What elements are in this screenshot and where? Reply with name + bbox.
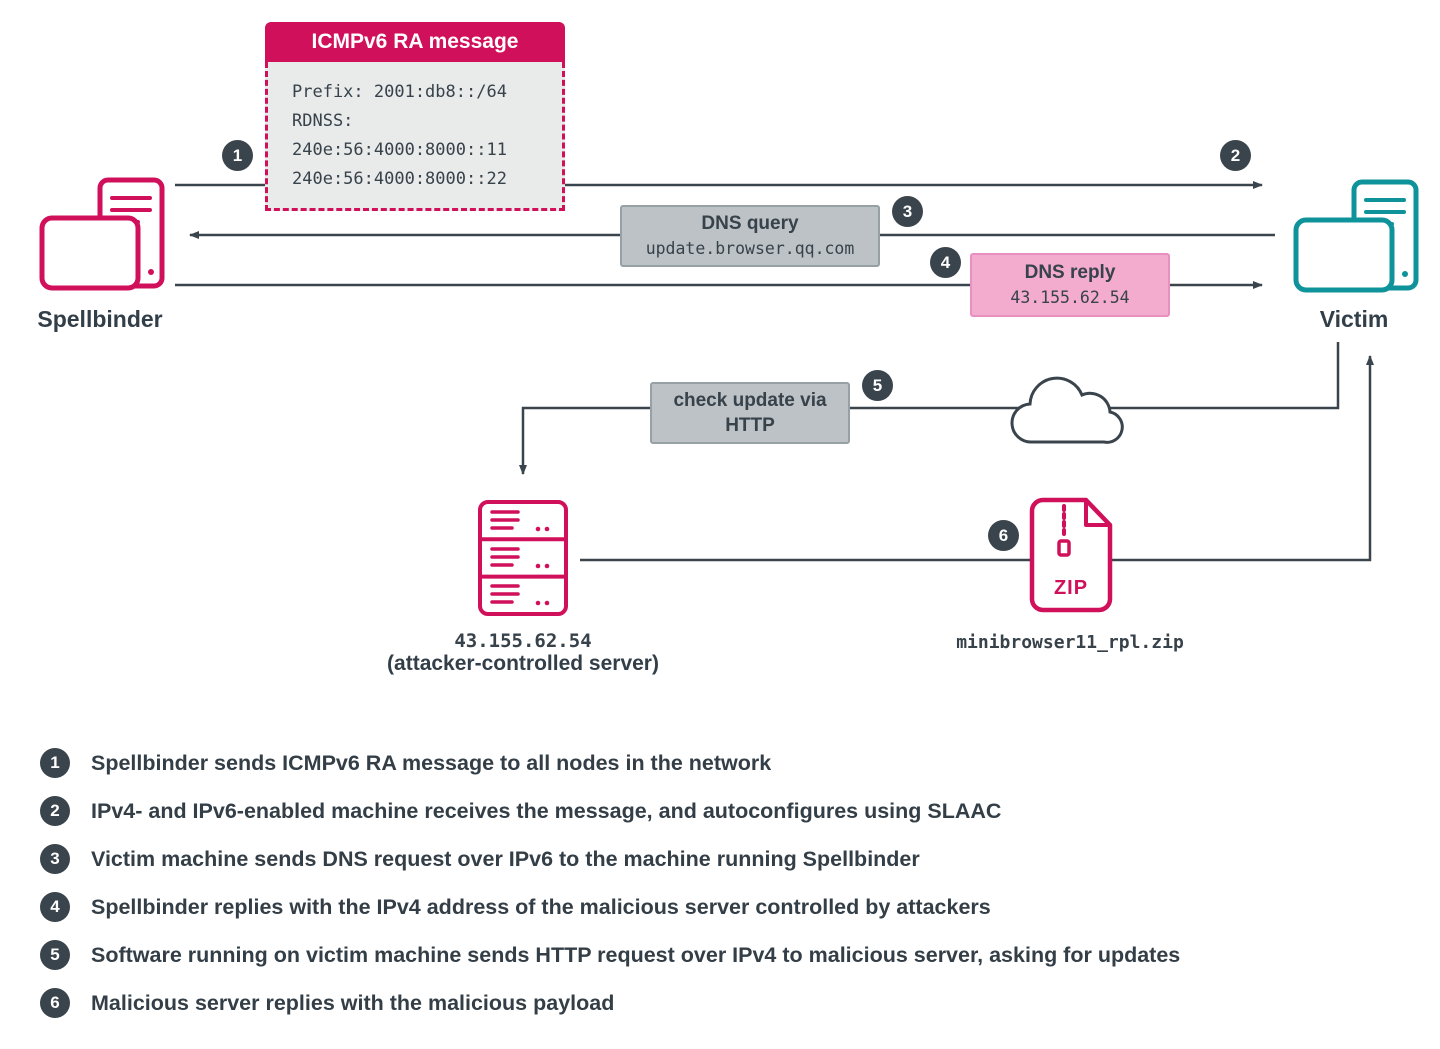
flow-badge-6: 6 bbox=[988, 520, 1019, 551]
step-badge-5: 5 bbox=[40, 940, 70, 970]
step-badge-3: 3 bbox=[40, 844, 70, 874]
dns-query-title: DNS query bbox=[701, 213, 799, 234]
dns-reply-ip: 43.155.62.54 bbox=[1010, 288, 1130, 307]
legend: 1 Spellbinder sends ICMPv6 RA message to… bbox=[40, 748, 1420, 1036]
icmpv6-ra-message-box: ICMPv6 RA message Prefix: 2001:db8::/64 … bbox=[265, 22, 565, 211]
flow-badge-2: 2 bbox=[1220, 140, 1251, 171]
http-check-box: check update via HTTP bbox=[650, 382, 850, 444]
step-badge-4: 4 bbox=[40, 892, 70, 922]
flow-badge-4: 4 bbox=[930, 247, 961, 278]
step-text-2: IPv4- and IPv6-enabled machine receives … bbox=[91, 798, 1002, 823]
ra-line-dns2: 240e:56:4000:8000::22 bbox=[292, 169, 507, 189]
dns-query-domain: update.browser.qq.com bbox=[645, 239, 855, 258]
spellbinder-label: Spellbinder bbox=[37, 306, 163, 332]
victim-computer-icon bbox=[1293, 179, 1419, 293]
step-text-5: Software running on victim machine sends… bbox=[91, 942, 1181, 967]
ra-box-body: Prefix: 2001:db8::/64 RDNSS: 240e:56:400… bbox=[265, 62, 565, 211]
flow-badge-1: 1 bbox=[222, 140, 253, 171]
legend-item-1: 1 Spellbinder sends ICMPv6 RA message to… bbox=[40, 748, 1420, 778]
legend-item-2: 2 IPv4- and IPv6-enabled machine receive… bbox=[40, 796, 1420, 826]
step-text-3: Victim machine sends DNS request over IP… bbox=[91, 846, 920, 871]
dns-query-box: DNS query update.browser.qq.com bbox=[620, 205, 880, 267]
zip-file-icon bbox=[1029, 497, 1113, 613]
legend-item-6: 6 Malicious server replies with the mali… bbox=[40, 988, 1420, 1018]
step-badge-6: 6 bbox=[40, 988, 70, 1018]
zip-filename-label: minibrowser11_rpl.zip bbox=[956, 632, 1184, 653]
legend-item-3: 3 Victim machine sends DNS request over … bbox=[40, 844, 1420, 874]
legend-item-4: 4 Spellbinder replies with the IPv4 addr… bbox=[40, 892, 1420, 922]
arrow-http-check bbox=[519, 342, 1340, 475]
step-text-6: Malicious server replies with the malici… bbox=[91, 990, 615, 1015]
legend-item-5: 5 Software running on victim machine sen… bbox=[40, 940, 1420, 970]
dns-reply-box: DNS reply 43.155.62.54 bbox=[970, 253, 1170, 317]
attacker-server-ip-label: 43.155.62.54 bbox=[454, 630, 592, 652]
step-badge-1: 1 bbox=[40, 748, 70, 778]
flow-badge-5: 5 bbox=[862, 370, 893, 401]
ra-line-dns1: 240e:56:4000:8000::11 bbox=[292, 140, 507, 160]
victim-label: Victim bbox=[1319, 306, 1389, 332]
spellbinder-computer-icon bbox=[39, 177, 165, 291]
attacker-server-caption: (attacker-controlled server) bbox=[387, 652, 659, 675]
ra-line-prefix: Prefix: 2001:db8::/64 bbox=[292, 82, 507, 102]
step-text-4: Spellbinder replies with the IPv4 addres… bbox=[91, 894, 991, 919]
step-badge-2: 2 bbox=[40, 796, 70, 826]
flow-badge-3: 3 bbox=[892, 196, 923, 227]
ra-line-rdnss: RDNSS: bbox=[292, 111, 354, 131]
ra-box-title: ICMPv6 RA message bbox=[265, 22, 565, 62]
cloud-icon bbox=[1010, 376, 1124, 444]
arrow-payload-to-victim bbox=[580, 355, 1374, 562]
zip-icon-text: ZIP bbox=[1053, 577, 1089, 599]
dns-reply-title: DNS reply bbox=[1024, 262, 1116, 283]
step-text-1: Spellbinder sends ICMPv6 RA message to a… bbox=[91, 750, 772, 775]
attacker-server-icon bbox=[478, 500, 568, 616]
